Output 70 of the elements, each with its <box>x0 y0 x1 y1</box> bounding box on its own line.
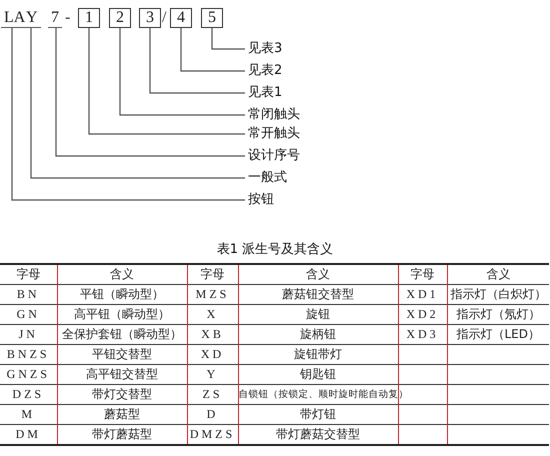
explanation-text: 见表2 <box>248 63 282 79</box>
code-digit-box: 4 <box>170 8 192 28</box>
table-title: 表1 派生号及其含义 <box>216 242 334 257</box>
leader-line <box>11 28 245 201</box>
code-cell: XD2 <box>398 304 447 324</box>
code-cell: XD1 <box>398 284 447 304</box>
meaning-cell: 钥匙钮 <box>238 364 398 384</box>
meaning-cell: 高平钮（瞬动型） <box>57 304 187 324</box>
meaning-cell: 平钮交替型 <box>57 344 187 364</box>
code-cell: Y <box>187 364 238 384</box>
code-cell: BNZS <box>0 344 57 364</box>
meaning-cell: 指示灯（LED） <box>447 324 549 344</box>
meaning-cell: 旋钮 <box>238 304 398 324</box>
code-letter: Y <box>23 9 41 28</box>
leader-line <box>119 28 245 116</box>
code-letter: 7 <box>48 9 62 28</box>
meaning-cell: 旋柄钮 <box>238 324 398 344</box>
code-cell: GNZS <box>0 364 57 384</box>
code-cell: XD <box>187 344 238 364</box>
column-header: 含义 <box>447 264 549 284</box>
code-cell: DM <box>0 424 57 445</box>
dash-separator: - <box>65 9 70 27</box>
explanation-text: 常开触头 <box>248 126 300 142</box>
meaning-cell: 指示灯（白炽灯） <box>447 284 549 304</box>
meaning-cell: 蘑菇型 <box>57 404 187 424</box>
meaning-cell: 指示灯（氖灯） <box>447 304 549 324</box>
code-digit-box: 3 <box>139 8 161 28</box>
code-cell: XD3 <box>398 324 447 344</box>
code-digit-box: 1 <box>78 8 100 28</box>
code-cell: DMZS <box>187 424 238 445</box>
leader-line <box>211 28 245 50</box>
meaning-cell: 高平钮交替型 <box>57 364 187 384</box>
leader-line <box>180 28 245 72</box>
code-cell: BN <box>0 284 57 304</box>
meaning-cell: 全保护套钮（瞬动型） <box>57 324 187 344</box>
code-cell: X <box>187 304 238 324</box>
column-header: 含义 <box>57 264 187 284</box>
code-cell: JN <box>0 324 57 344</box>
code-cell: GN <box>0 304 57 324</box>
explanation-text: 常闭触头 <box>248 107 300 123</box>
meaning-cell: 平钮（瞬动型） <box>57 284 187 304</box>
explanation-text: 设计序号 <box>248 148 300 164</box>
explanation-text: 一般式 <box>248 170 287 186</box>
column-header: 字母 <box>0 264 57 284</box>
leader-line <box>149 28 245 94</box>
code-cell: ZS <box>187 384 238 404</box>
leader-line <box>88 28 245 135</box>
meaning-cell: 带灯蘑菇交替型 <box>238 424 398 445</box>
meaning-cell: 带灯钮 <box>238 404 398 424</box>
leader-line <box>30 28 245 179</box>
column-header: 含义 <box>238 264 398 284</box>
column-header: 字母 <box>398 264 447 284</box>
explanation-text: 见表3 <box>248 41 282 57</box>
code-digit-box: 5 <box>201 8 223 28</box>
code-cell: D <box>187 404 238 424</box>
slash-separator: / <box>162 9 166 27</box>
explanation-text: 按钮 <box>248 192 274 208</box>
column-header: 字母 <box>187 264 238 284</box>
code-cell: XB <box>187 324 238 344</box>
code-digit-box: 2 <box>109 8 131 28</box>
meaning-cell: 带灯交替型 <box>57 384 187 404</box>
leader-line <box>55 28 245 157</box>
meaning-cell: 蘑菇钮交替型 <box>238 284 398 304</box>
explanation-text: 见表1 <box>248 85 282 101</box>
meaning-cell: 旋钮带灯 <box>238 344 398 364</box>
meaning-cell: 带灯蘑菇型 <box>57 424 187 445</box>
code-cell: MZS <box>187 284 238 304</box>
code-cell: DZS <box>0 384 57 404</box>
code-cell: M <box>0 404 57 424</box>
code-letter: LA <box>1 9 28 28</box>
